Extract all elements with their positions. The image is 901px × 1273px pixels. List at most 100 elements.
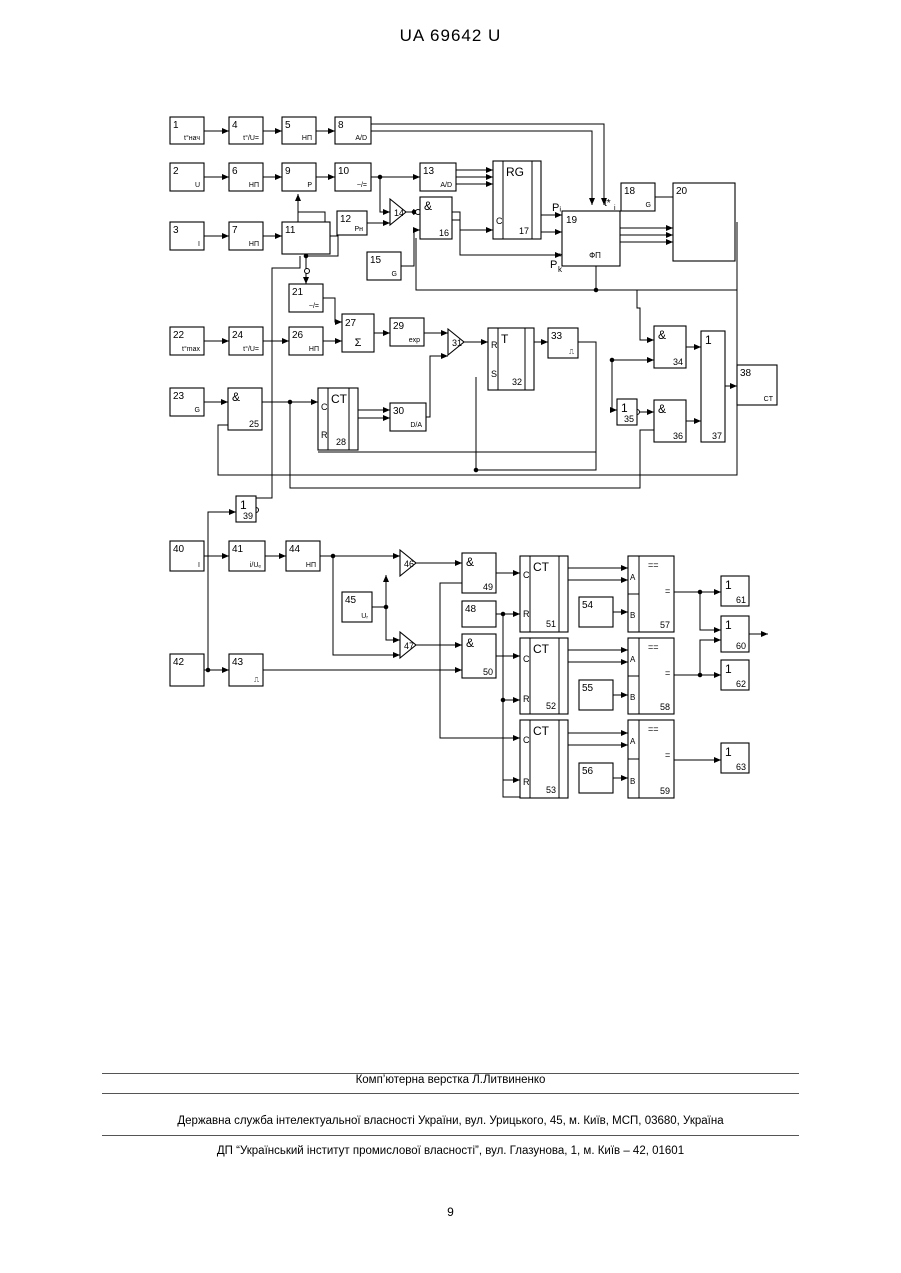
comparator-58-number: 58 (660, 702, 670, 712)
block-29-label: exp (409, 337, 420, 344)
pin-label: C (496, 216, 503, 226)
gate-62-number: 62 (736, 679, 746, 689)
block-24-number: 24 (232, 330, 244, 341)
comparator-57-symbol: == (648, 560, 659, 570)
block-45: 45Uᵣ (342, 592, 372, 622)
gate-25-symbol: & (232, 390, 240, 404)
block-44-number: 44 (289, 544, 301, 555)
gate-61-symbol: 1 (725, 578, 732, 592)
amp-47: 47 (400, 632, 416, 658)
gate-25: &25 (228, 388, 262, 430)
pin-label: R (523, 777, 530, 787)
amp-46-number: 46 (404, 559, 414, 569)
block-15-number: 15 (370, 255, 382, 266)
junction-dot (594, 288, 598, 292)
register-53-number: 53 (546, 785, 556, 795)
footer-rule-2 (102, 1093, 799, 1094)
signal-ti: t* (604, 198, 611, 209)
block-5: 5НП (282, 117, 316, 144)
gate-36: &36 (654, 400, 686, 442)
block-30: 30D/A (390, 403, 426, 431)
block-30-number: 30 (393, 406, 405, 417)
block-4: 4t°/U= (229, 117, 263, 144)
block-7-number: 7 (232, 225, 238, 236)
register-51: CT51 (520, 556, 568, 632)
gate-62: 162 (721, 660, 749, 690)
gate-37-number: 37 (712, 431, 722, 441)
block-24-label: t°/U= (243, 345, 259, 353)
pin-label: R (491, 340, 498, 350)
block-19-number: 19 (566, 215, 578, 226)
block-2-number: 2 (173, 166, 179, 177)
gate-39: 139 (236, 496, 256, 522)
block-40: 40I (170, 541, 204, 571)
block-38-label: CT (764, 396, 774, 403)
gate-35-number: 35 (624, 414, 634, 424)
amp-31-number: 31 (452, 338, 462, 348)
block-9-label: P (307, 182, 312, 189)
block-33: 33⎍ (548, 328, 578, 358)
block-5-label: НП (302, 135, 312, 142)
amp-46: 46 (400, 550, 416, 576)
block-1-number: 1 (173, 120, 179, 131)
block-56: 56 (579, 763, 613, 793)
block-45-number: 45 (345, 595, 357, 606)
gate-37: 137 (701, 331, 725, 442)
pin-label: R (523, 609, 530, 619)
block-55-number: 55 (582, 683, 594, 694)
block-24: 24 t°/U= (229, 327, 263, 355)
gate-60-symbol: 1 (725, 618, 732, 632)
block-26: 26НП (289, 327, 323, 355)
block-33-label: ⎍ (569, 349, 574, 356)
pin-label: R (523, 694, 530, 704)
block-10-label: ~/= (357, 182, 367, 189)
block-29-number: 29 (393, 321, 405, 332)
block-44: 44НП (286, 541, 320, 571)
wire (452, 212, 493, 230)
gate-63: 163 (721, 743, 749, 773)
comparator-59-symbol: == (648, 724, 659, 734)
block-43-number: 43 (232, 657, 244, 668)
comparator-59-pin-a: A (630, 737, 636, 746)
block-9: 9P (282, 163, 316, 191)
block-56-number: 56 (582, 766, 594, 777)
page-number: 9 (0, 1205, 901, 1219)
gate-39-number: 39 (243, 511, 253, 521)
block-3-number: 3 (173, 225, 179, 236)
wire (371, 124, 604, 205)
junction-dot (474, 468, 478, 472)
pin-label: S (491, 369, 497, 379)
gate-16: &16 (420, 197, 452, 239)
register-28: CT28 (318, 388, 358, 450)
gate-34-symbol: & (658, 328, 666, 342)
gate-49-number: 49 (483, 582, 493, 592)
block-18: 18G (621, 183, 655, 211)
block-41-label: i/Uₑ (250, 562, 262, 569)
block-11-number: 11 (285, 225, 296, 236)
register-28-number: 28 (336, 437, 346, 447)
register-17: RG17 (493, 161, 541, 239)
junction-dot (610, 358, 614, 362)
gate-49: & 49 (462, 553, 496, 593)
amp-31: 31 (448, 329, 464, 355)
block-6: 6НП (229, 163, 263, 191)
block-55: 55 (579, 680, 613, 710)
gate-49-symbol: & (466, 555, 474, 569)
wire (372, 575, 386, 607)
amp-14: 14 (390, 199, 406, 225)
block-10: 10~/= (335, 163, 371, 191)
gate-50-number: 50 (483, 667, 493, 677)
register-32-symbol: T (501, 332, 509, 346)
pin-label: C (523, 570, 530, 580)
block-6-label: НП (249, 182, 259, 189)
junction-dot (501, 698, 505, 702)
gate-60-number: 60 (736, 641, 746, 651)
gate-16-symbol: & (424, 199, 432, 213)
comparator-58-pin-a: A (630, 655, 636, 664)
block-43: 43⎍ (229, 654, 263, 686)
block-15-label: G (392, 271, 397, 278)
gate-35-symbol: 1 (621, 401, 628, 415)
block-44-label: НП (306, 562, 316, 569)
signal-pk: P (550, 259, 557, 271)
block-29: 29 exp (390, 318, 424, 346)
